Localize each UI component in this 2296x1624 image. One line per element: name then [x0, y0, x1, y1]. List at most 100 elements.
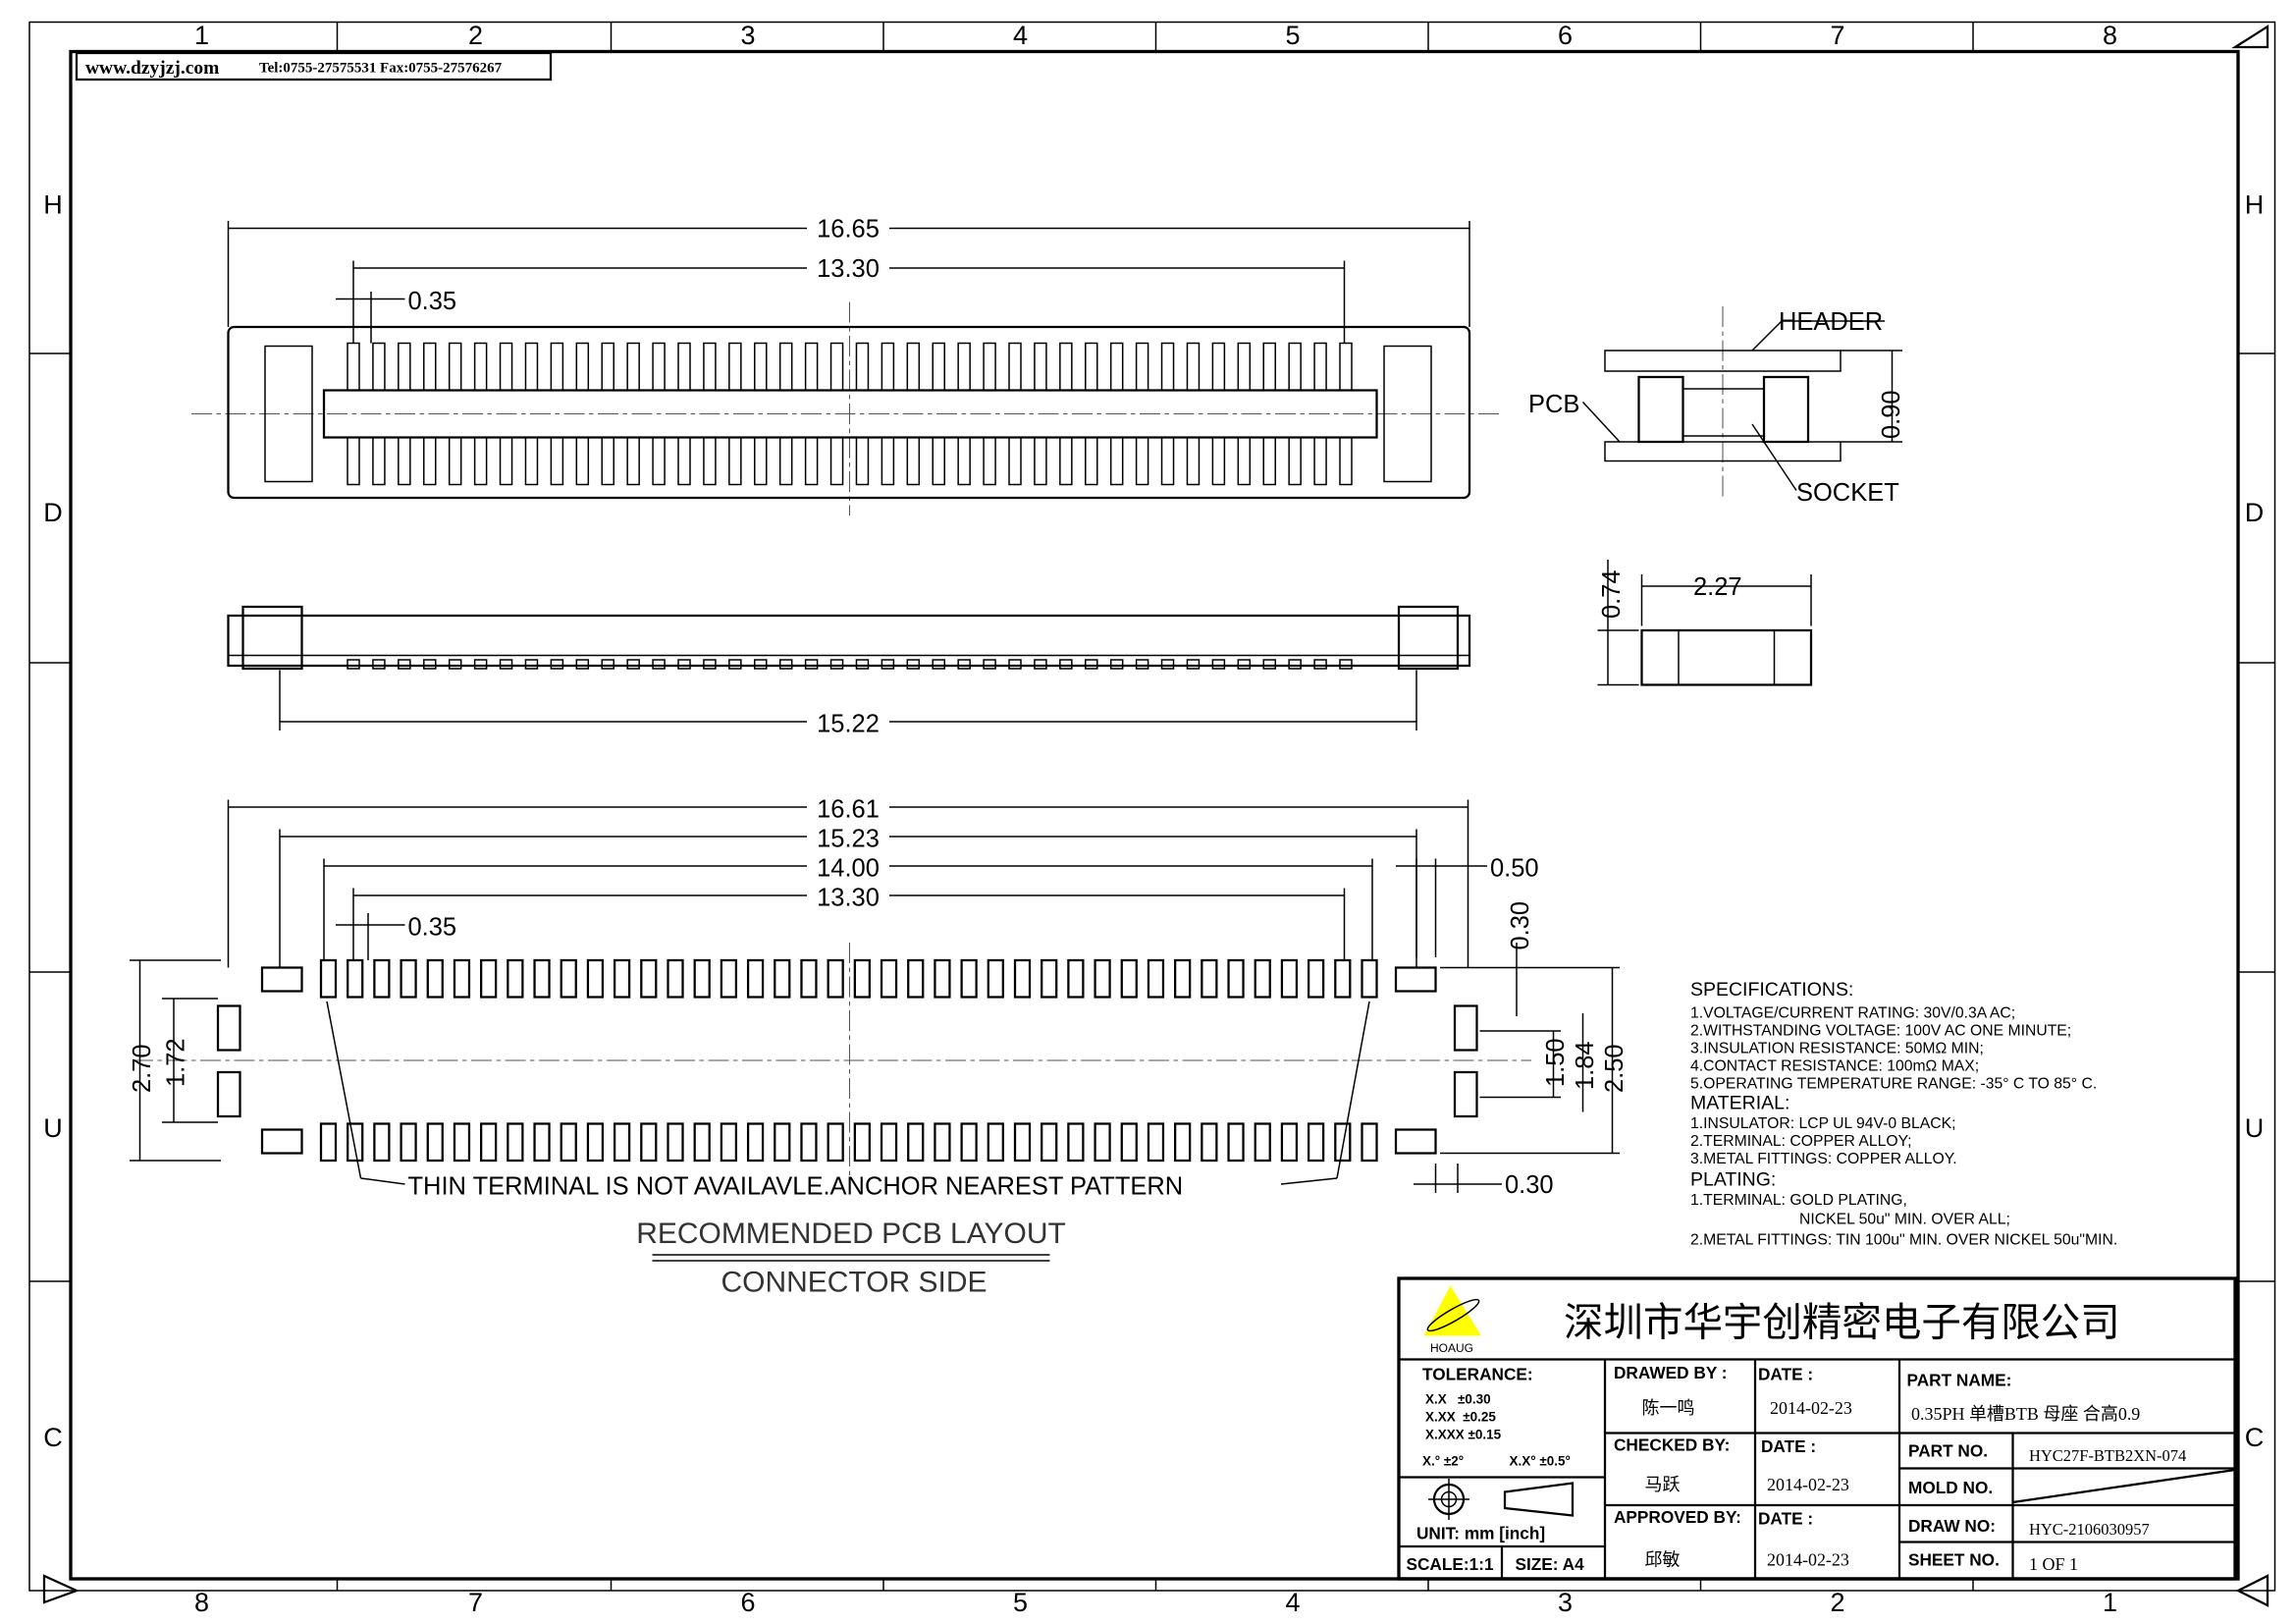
date-drawn: 2014-02-23	[1770, 1398, 1852, 1418]
plating-title: PLATING:	[1690, 1168, 1776, 1190]
label-pcb: PCB	[1528, 391, 1579, 418]
pcb-note: THIN TERMINAL IS NOT AVAILAVLE.ANCHOR NE…	[408, 1172, 1184, 1200]
tolerance-item: X.XXX ±0.15	[1425, 1427, 1502, 1441]
pcb-pad	[960, 958, 978, 999]
top-pin	[677, 436, 691, 486]
spec-title: SPECIFICATIONS:	[1690, 979, 1853, 1001]
dim-pcb-pitch: 0.35	[408, 913, 457, 941]
top-pin	[754, 436, 768, 486]
dim-inner-left: 1.72	[163, 1038, 190, 1087]
grid-number-bottom: 7	[468, 1588, 483, 1617]
top-pin	[1288, 342, 1302, 392]
grid-letter-right: C	[2245, 1423, 2265, 1452]
side-pin	[398, 659, 411, 670]
side-pin	[499, 659, 513, 670]
pcb-pad	[853, 958, 871, 999]
pcb-pad	[1067, 958, 1085, 999]
side-pin	[1262, 659, 1276, 670]
top-pin	[398, 436, 411, 486]
pcb-pad	[319, 1122, 338, 1163]
dim-end-width: 2.27	[1693, 573, 1742, 601]
grid-number-top: 6	[1558, 21, 1573, 50]
pcb-pad	[1094, 958, 1111, 999]
side-pin	[1288, 659, 1302, 670]
top-pin	[1313, 342, 1327, 392]
side-pin	[1186, 659, 1201, 670]
top-pin	[983, 342, 996, 392]
contact-text: Tel:0755-27575531 Fax:0755-27576267	[259, 60, 503, 76]
grid-number-top: 7	[1830, 21, 1844, 50]
spec-item: 3.INSULATION RESISTANCE: 50MΩ MIN;	[1690, 1040, 1984, 1056]
side-pin	[881, 659, 895, 670]
pcb-pad	[507, 1122, 524, 1163]
projection-symbol-icon	[1428, 1478, 1575, 1520]
date-label: DATE :	[1761, 1436, 1816, 1456]
top-pin	[1135, 342, 1149, 392]
pcb-pad	[507, 958, 524, 999]
side-pin	[1135, 659, 1149, 670]
date-checked: 2014-02-23	[1767, 1475, 1849, 1494]
top-pin	[652, 342, 666, 392]
top-pin	[932, 436, 945, 486]
date-label: DATE :	[1758, 1364, 1813, 1383]
spec-item: 5.OPERATING TEMPERATURE RANGE: -35° C TO…	[1690, 1075, 2097, 1092]
side-pin	[728, 659, 742, 670]
company-logo: HOAUG	[1423, 1285, 1482, 1355]
side-pin	[448, 659, 462, 670]
grid-number-top: 1	[194, 21, 209, 50]
pcb-pad	[1067, 1122, 1085, 1163]
top-pin	[550, 436, 564, 486]
top-pin	[601, 342, 614, 392]
grid-letter-left: D	[43, 498, 63, 527]
pcb-pad	[720, 1122, 738, 1163]
orientation-mark-bottom-right	[2235, 1574, 2269, 1607]
top-pin	[1160, 342, 1175, 392]
top-pin	[1237, 342, 1252, 392]
pcb-pad	[746, 958, 765, 999]
pcb-pad	[1254, 958, 1271, 999]
side-pin	[1059, 659, 1073, 670]
top-pin	[575, 436, 590, 486]
top-pin	[1186, 436, 1201, 486]
pcb-pad	[693, 958, 711, 999]
draw-no: HYC-2106030957	[2029, 1520, 2150, 1539]
top-pin	[778, 436, 793, 486]
material-title: MATERIAL:	[1690, 1092, 1789, 1113]
top-pin	[728, 342, 742, 392]
top-pin	[1211, 436, 1226, 486]
top-pin	[983, 436, 996, 486]
side-pin	[703, 659, 717, 670]
plating-item: 2.METAL FITTINGS: TIN 100u" MIN. OVER NI…	[1690, 1231, 2117, 1248]
top-pin	[1085, 342, 1098, 392]
pcb-pad	[800, 1122, 818, 1163]
top-pin	[703, 436, 717, 486]
top-pin	[1034, 342, 1047, 392]
top-pin	[1186, 342, 1201, 392]
pcb-pad	[533, 958, 551, 999]
pcb-pad	[960, 1122, 978, 1163]
grid-number-top: 3	[740, 21, 755, 50]
top-pin	[855, 342, 870, 392]
pcb-pad	[907, 958, 925, 999]
grid-letter-right: H	[2245, 189, 2265, 219]
draw-no-label: DRAW NO:	[1908, 1516, 1996, 1536]
top-pin	[829, 342, 844, 392]
pcb-pad	[1120, 958, 1138, 999]
label-header: HEADER	[1779, 308, 1883, 336]
tolerance-item: X.X ±0.30	[1425, 1391, 1491, 1406]
specifications: SPECIFICATIONS: 1.VOLTAGE/CURRENT RATING…	[1690, 979, 2117, 1248]
dim-outer-left: 2.70	[129, 1044, 156, 1093]
top-pin	[1339, 342, 1353, 392]
dim-outer-right: 2.50	[1601, 1044, 1629, 1093]
pcb-pad	[934, 958, 951, 999]
top-pin	[499, 342, 513, 392]
drawed-by-label: DRAWED BY :	[1614, 1363, 1728, 1382]
approved-by-label: APPROVED BY:	[1614, 1507, 1741, 1527]
side-pin	[855, 659, 870, 670]
date-label: DATE :	[1758, 1508, 1813, 1528]
top-pin	[881, 342, 895, 392]
pcb-pad	[746, 1122, 765, 1163]
spec-item: 4.CONTACT RESISTANCE: 100mΩ MAX;	[1690, 1057, 1979, 1074]
top-pin	[372, 436, 386, 486]
